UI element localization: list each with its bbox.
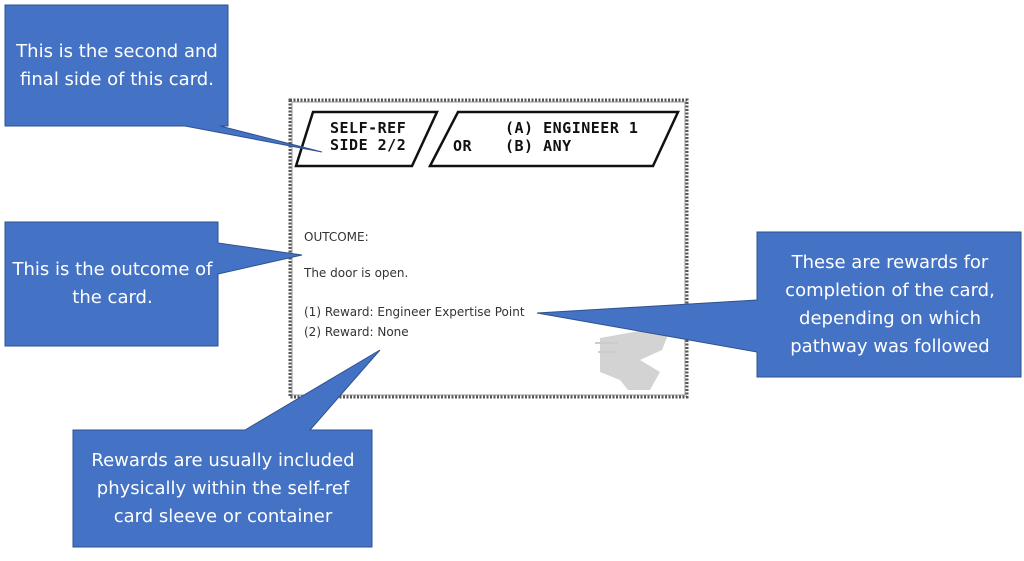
callout-side-text: This is the second and final side of thi…	[16, 41, 218, 90]
tag-line-1: SELF-REF	[330, 119, 407, 137]
outcome-text: The door is open.	[304, 266, 409, 280]
outcome-label: OUTCOME:	[304, 230, 369, 244]
runner-watermark-icon	[600, 330, 668, 390]
callout-outcome	[4, 221, 303, 347]
requirement-b: (B) ANY	[505, 137, 572, 155]
requirement-tag-shape	[427, 110, 680, 168]
self-ref-card: SELF-REF SIDE 2/2 (A) ENGINEER 1 OR (B) …	[290, 100, 687, 397]
reward-2: (2) Reward: None	[304, 325, 409, 339]
tag-line-2: SIDE 2/2	[330, 136, 407, 154]
callout-side	[4, 4, 323, 153]
callout-rewards-text: These are rewards for completion of the …	[785, 252, 995, 357]
callout-outcome-text: This is the outcome of the card.	[12, 259, 213, 308]
side-tag: SELF-REF SIDE 2/2	[330, 120, 406, 154]
callout-rewards	[536, 231, 1022, 378]
reward-1: (1) Reward: Engineer Expertise Point	[304, 305, 525, 319]
callout-physical	[72, 349, 381, 548]
requirement-a: (A) ENGINEER 1	[505, 119, 639, 137]
callout-physical-text: Rewards are usually included physically …	[91, 450, 355, 527]
requirement-or: OR	[453, 137, 473, 155]
